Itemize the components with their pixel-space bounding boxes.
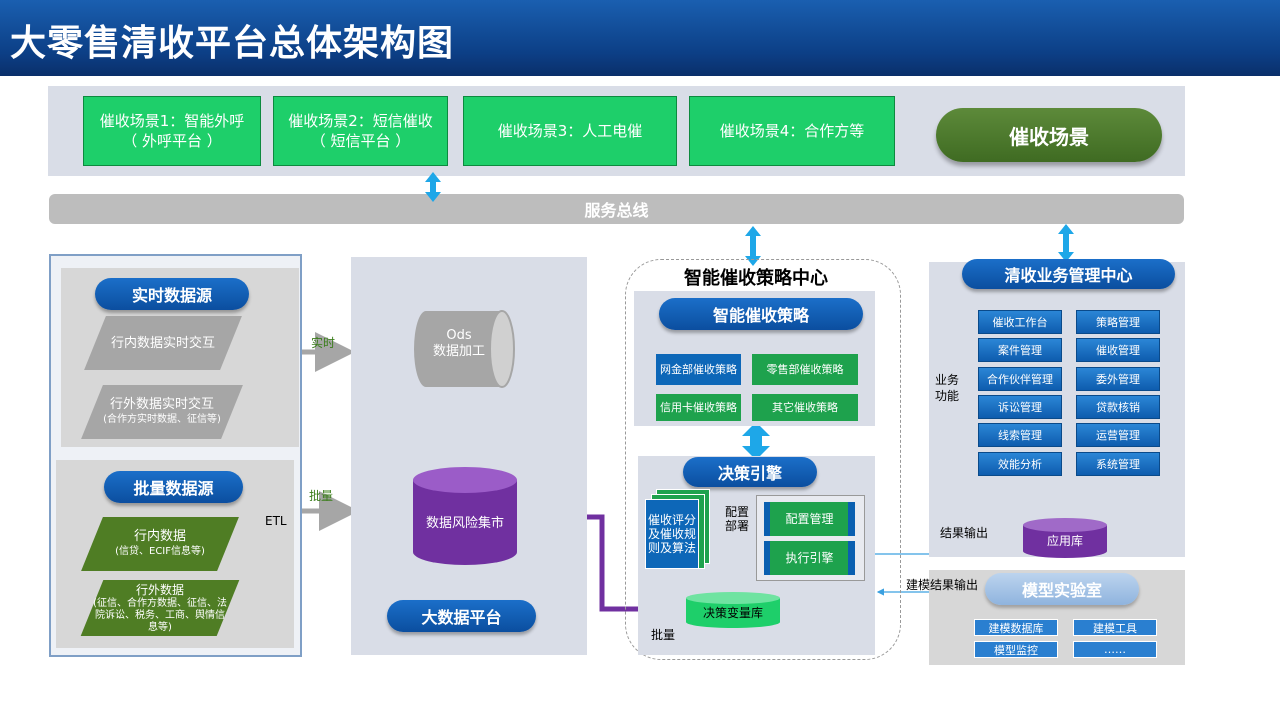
service-bus: 服务总线	[49, 194, 1184, 224]
var-lib-text: 决策变量库	[702, 606, 763, 620]
scene-2-line1: 催收场景2：短信催收	[288, 112, 433, 130]
realtime-external-shape: 行外数据实时交互 (合作方实时数据、征信等)	[81, 385, 243, 439]
batch-external-subtext: (征信、合作方数据、征信、法院诉讼、税务、工商、舆情信息等)	[93, 597, 227, 633]
page-title: 大零售清收平台总体架构图	[10, 23, 455, 64]
ods-text: Ods 数据加工	[414, 328, 504, 360]
model-result-label: 建模结果输出	[906, 578, 979, 592]
realtime-internal-shape: 行内数据实时交互	[84, 316, 242, 370]
lab-btn-2[interactable]: 建模工具	[1073, 619, 1157, 636]
etl-label: ETL	[265, 514, 287, 528]
batch-internal-subtext: (信贷、ECIF信息等)	[115, 546, 205, 557]
biz-btn-2[interactable]: 策略管理	[1076, 310, 1160, 334]
batch-source-title: 批量数据源	[104, 471, 243, 503]
bus-arrow-scenes	[425, 172, 441, 202]
biz-btn-4[interactable]: 催收管理	[1076, 338, 1160, 362]
biz-functions-label: 业务功能	[935, 373, 960, 403]
strategy-box-3[interactable]: 信用卡催收策略	[656, 394, 741, 421]
scene-box-3[interactable]: 催收场景3：人工电催	[463, 96, 677, 166]
risk-mart-cylinder	[413, 467, 517, 565]
realtime-external-subtext: (合作方实时数据、征信等)	[103, 414, 221, 425]
scene-3-line1: 催收场景3：人工电催	[497, 122, 643, 140]
app-db-text: 应用库	[1046, 534, 1083, 548]
batch-internal-text: 行内数据	[133, 529, 186, 544]
realtime-label: 实时	[311, 336, 336, 350]
app-db-cylinder	[1023, 518, 1107, 558]
engine-title-pill: 决策引擎	[683, 457, 817, 487]
biz-btn-12[interactable]: 系统管理	[1076, 452, 1160, 476]
realtime-external-text: 行外数据实时交互	[109, 397, 214, 412]
biz-btn-7[interactable]: 诉讼管理	[978, 395, 1062, 419]
model-lab-title: 模型实验室	[985, 573, 1139, 605]
exec-engine-box[interactable]: 执行引擎	[764, 541, 855, 575]
biz-btn-6[interactable]: 委外管理	[1076, 367, 1160, 391]
batch-external-text: 行外数据	[135, 582, 184, 597]
batch-internal-shape: 行内数据 (信贷、ECIF信息等)	[81, 517, 239, 571]
biz-btn-9[interactable]: 线索管理	[978, 423, 1062, 447]
config-deploy-text: 配置部署	[724, 505, 749, 533]
biz-btn-1[interactable]: 催收工作台	[978, 310, 1062, 334]
scene-1-line1: 催收场景1：智能外呼	[99, 112, 245, 130]
scene-box-1[interactable]: 催收场景1：智能外呼 （ 外呼平台 ）	[83, 96, 261, 166]
strategy-title-pill: 智能催收策略	[659, 298, 863, 330]
lab-btn-1[interactable]: 建模数据库	[974, 619, 1058, 636]
var-lib-cylinder	[686, 592, 780, 628]
bus-arrow-strategy	[745, 226, 761, 266]
strategy-box-2[interactable]: 零售部催收策略	[752, 354, 858, 385]
biz-btn-8[interactable]: 贷款核销	[1076, 395, 1160, 419]
config-mgmt-box[interactable]: 配置管理	[764, 502, 855, 536]
batch-external-shape: 行外数据 (征信、合作方数据、征信、法院诉讼、税务、工商、舆情信息等)	[80, 580, 240, 636]
scene-2-line2: （ 短信平台 ）	[310, 132, 411, 150]
bus-arrow-biz	[1058, 224, 1074, 262]
bigdata-label: 大数据平台	[387, 600, 536, 632]
scene-box-2[interactable]: 催收场景2：短信催收 （ 短信平台 ）	[273, 96, 448, 166]
biz-title-pill: 清收业务管理中心	[962, 259, 1175, 289]
strategy-box-4[interactable]: 其它催收策略	[752, 394, 858, 421]
eval-rules-box[interactable]: 催收评分及催收规则及算法	[645, 499, 699, 569]
realtime-source-title: 实时数据源	[95, 278, 249, 310]
scene-1-line2: （ 外呼平台 ）	[122, 132, 222, 150]
strategy-engine-arrow	[742, 422, 770, 460]
scene-box-4[interactable]: 催收场景4：合作方等	[689, 96, 895, 166]
result-output-label: 结果输出	[940, 526, 989, 540]
biz-btn-5[interactable]: 合作伙伴管理	[978, 367, 1062, 391]
ods-cylinder	[414, 310, 515, 388]
scene-4-line1: 催收场景4：合作方等	[719, 122, 865, 140]
realtime-internal-text: 行内数据实时交互	[110, 335, 215, 351]
strategy-box-1[interactable]: 网金部催收策略	[656, 354, 741, 385]
ods-line1: Ods	[446, 328, 472, 343]
lab-btn-3[interactable]: 模型监控	[974, 641, 1058, 658]
scene-label-pill: 催收场景	[936, 108, 1162, 162]
lab-btn-4[interactable]: ……	[1073, 641, 1157, 658]
strategy-center-outline	[625, 259, 901, 660]
batch-label: 批量	[309, 489, 334, 503]
biz-btn-3[interactable]: 案件管理	[978, 338, 1062, 362]
header-bar	[0, 0, 1280, 76]
engine-batch-label: 批量	[651, 628, 676, 642]
biz-btn-10[interactable]: 运营管理	[1076, 423, 1160, 447]
strategy-center-title: 智能催收策略中心	[684, 268, 828, 289]
biz-btn-11[interactable]: 效能分析	[978, 452, 1062, 476]
risk-mart-text: 数据风险集市	[425, 516, 504, 531]
ods-line2: 数据加工	[432, 344, 485, 359]
